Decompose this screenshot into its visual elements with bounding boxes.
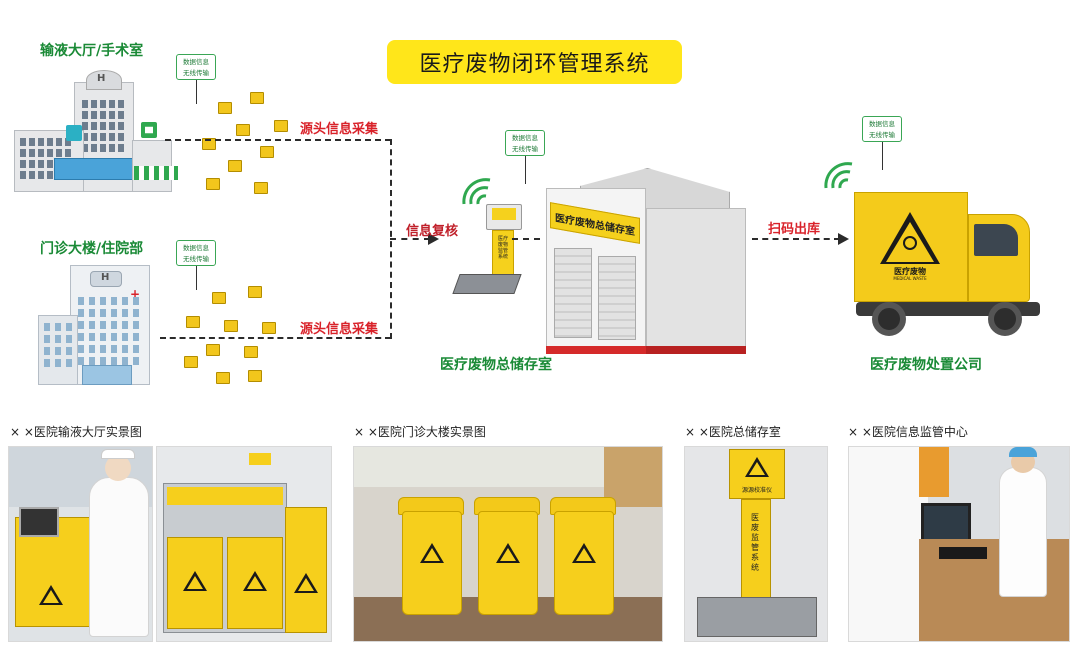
flow-line-scale-storage (512, 238, 540, 240)
hospital-building-1: H (14, 70, 179, 200)
storage-name: 医疗废物总储存室 (440, 357, 552, 373)
device-label: 源源校准仪 (741, 487, 772, 494)
source-2-collect-label: 源头信息采集 (300, 322, 379, 337)
photo-main-storage: 源源校准仪 医废监管系统 (684, 446, 828, 642)
photo-caption-3: × ×医院总储存室 (685, 425, 781, 439)
wireless-tag-source-1: 数据信息无线传输 (176, 54, 216, 80)
flow-line-to-disposal (752, 238, 840, 240)
photo-monitoring-center (848, 446, 1070, 642)
source-1-collect-label: 源头信息采集 (300, 122, 379, 137)
photo-infusion-hall-2 (156, 446, 332, 642)
post-text: 医废监管系统 (751, 513, 759, 572)
truck-sign: 医疗废物 (894, 267, 926, 276)
photo-caption-4: × ×医院信息监管中心 (848, 425, 968, 439)
photo-caption-2: × ×医院门诊大楼实景图 (354, 425, 486, 439)
waste-bins-cluster-2 (178, 276, 288, 391)
diagram-title: 医疗废物闭环管理系统 (387, 40, 682, 84)
source-2-name: 门诊大楼/住院部 (40, 241, 144, 257)
disposal-name: 医疗废物处置公司 (870, 357, 982, 373)
hospital-building-2: H + (38, 265, 163, 395)
disposal-truck: 医疗废物 MEDICAL WASTE (850, 190, 1050, 340)
flow-line-source-1 (165, 139, 391, 141)
arrow-to-storage (428, 233, 439, 245)
wifi-icon (462, 178, 491, 205)
wireless-tag-storage: 数据信息无线传输 (505, 130, 545, 156)
wireless-tag-disposal: 数据信息无线传输 (862, 116, 902, 142)
storage-building: 医疗废物总储存室 (540, 168, 750, 358)
diagram-title-text: 医疗废物闭环管理系统 (419, 52, 650, 77)
flow-line-to-storage (390, 238, 430, 240)
photo-infusion-hall-1 (8, 446, 153, 642)
wifi-icon (824, 162, 853, 189)
weighing-scale: 医疗废物监管系统 (452, 200, 532, 300)
wireless-tag-source-2: 数据信息无线传输 (176, 240, 216, 266)
photo-caption-1: × ×医院输液大厅实景图 (10, 425, 142, 439)
waste-bins-cluster-1 (188, 80, 298, 200)
source-1-name: 输液大厅/手术室 (40, 43, 144, 59)
recheck-label: 信息复核 (406, 224, 459, 239)
truck-sign-en: MEDICAL WASTE (893, 276, 927, 281)
flow-line-source-2 (160, 337, 391, 339)
scan-out-label: 扫码出库 (768, 222, 821, 237)
photo-outpatient-building (353, 446, 663, 642)
arrow-to-disposal (838, 233, 849, 245)
